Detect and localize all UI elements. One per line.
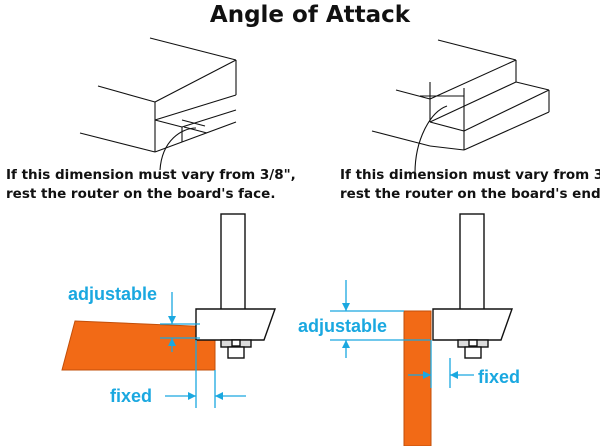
left-note-line2: rest the router on the board's face. (6, 186, 275, 202)
left-label-fixed: fixed (110, 386, 152, 406)
right-dimensions (330, 280, 474, 388)
left-router-bit (195, 213, 276, 359)
left-dimensions (160, 292, 246, 408)
right-board (403, 310, 432, 446)
right-board-sketch (371, 39, 550, 174)
right-note-line1: If this dimension must vary from 3/8", (340, 167, 600, 183)
left-board (61, 320, 216, 371)
right-note-line2: rest the router on the board's end. (340, 186, 600, 202)
right-label-adjustable: adjustable (298, 316, 387, 336)
left-board-sketch (79, 37, 237, 171)
left-label-adjustable: adjustable (68, 284, 157, 304)
right-label-fixed: fixed (478, 367, 520, 387)
left-note-line1: If this dimension must vary from 3/8", (6, 167, 296, 183)
diagram-title: Angle of Attack (210, 2, 411, 28)
right-router-bit (432, 213, 513, 359)
